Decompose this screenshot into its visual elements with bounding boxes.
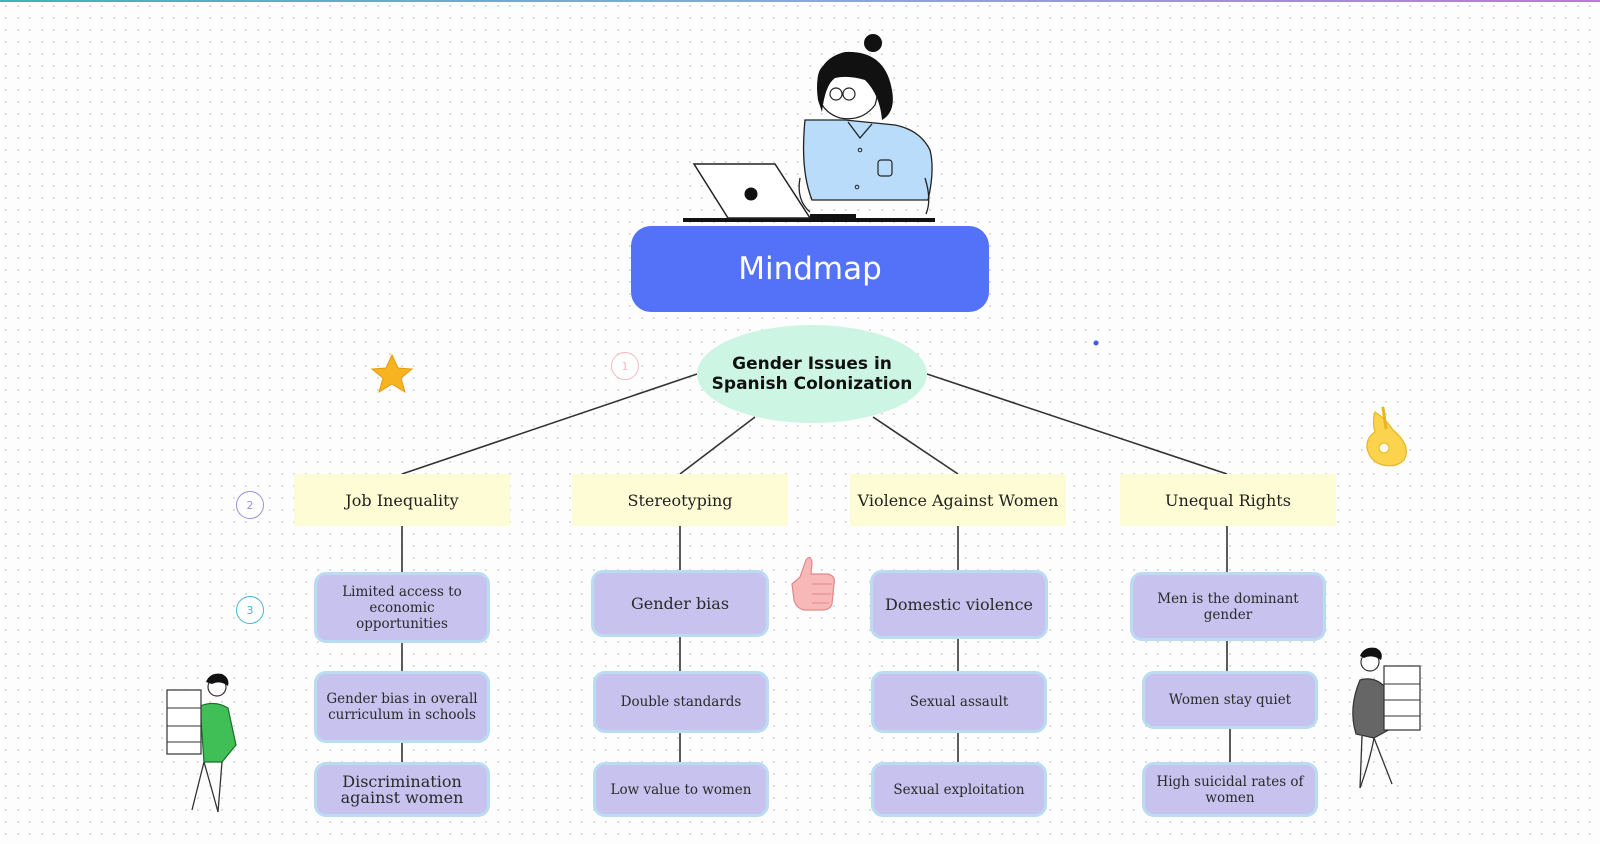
level-marker-2: 2	[236, 491, 264, 519]
top-accent-line	[0, 0, 1600, 2]
leaf-node[interactable]: Sexual assault	[871, 671, 1047, 733]
leaf-node[interactable]: Discrimination against women	[314, 762, 490, 817]
category-violence-against-women[interactable]: Violence Against Women	[850, 474, 1066, 526]
leaf-label: Sexual assault	[909, 694, 1009, 710]
category-label: Unequal Rights	[1165, 490, 1291, 510]
leaf-label: Discrimination against women	[340, 771, 464, 807]
leaf-node[interactable]: Women stay quiet	[1142, 671, 1318, 729]
leaf-label: Sexual exploitation	[893, 781, 1025, 798]
category-job-inequality[interactable]: Job Inequality	[294, 474, 510, 526]
man-carrying-boxes-illustration	[166, 673, 237, 813]
leaf-node[interactable]: Limited access to economic opportunities	[314, 572, 490, 643]
root-node-line: Spanish Colonization	[711, 374, 913, 394]
leaf-label: Gender bias in overall curriculum in sch…	[326, 691, 478, 723]
leaf-node[interactable]: Domestic violence	[870, 570, 1048, 639]
root-node[interactable]: Gender Issues in Spanish Colonization	[697, 325, 927, 423]
category-stereotyping[interactable]: Stereotyping	[572, 474, 788, 526]
leaf-label: Low value to women	[610, 781, 752, 798]
leaf-node[interactable]: Gender bias in overall curriculum in sch…	[314, 671, 490, 743]
category-unequal-rights[interactable]: Unequal Rights	[1120, 474, 1336, 526]
leaf-label: Women stay quiet	[1168, 692, 1292, 708]
mindmap-title: Mindmap	[631, 226, 989, 312]
category-label: Stereotyping	[627, 490, 733, 510]
leaf-label: Limited access to economic opportunities	[342, 583, 462, 632]
thumbs-up-icon	[791, 556, 835, 611]
mindmap-title-text: Mindmap	[738, 251, 882, 287]
leaf-label: High suicidal rates of women	[1156, 773, 1304, 806]
category-label: Job Inequality	[345, 490, 459, 510]
leaf-node[interactable]: Gender bias	[591, 570, 769, 637]
man-carrying-boxes-illustration	[1352, 647, 1421, 789]
root-node-line: Gender Issues in	[732, 354, 892, 374]
leaf-label: Double standards	[620, 694, 742, 710]
leaf-label: Gender bias	[630, 593, 730, 613]
ok-hand-icon	[1366, 406, 1407, 467]
leaf-node[interactable]: Double standards	[593, 671, 769, 733]
level-marker-3: 3	[236, 596, 264, 624]
leaf-node[interactable]: Men is the dominant gender	[1130, 572, 1326, 641]
leaf-node[interactable]: Low value to women	[593, 762, 769, 817]
star-icon	[370, 353, 414, 394]
leaf-label: Domestic violence	[884, 594, 1033, 614]
dot-marker	[1093, 340, 1099, 346]
woman-at-laptop-illustration	[683, 34, 935, 222]
leaf-node[interactable]: Sexual exploitation	[871, 762, 1047, 817]
leaf-label: Men is the dominant gender	[1157, 590, 1299, 623]
level-marker-1: 1	[611, 352, 639, 380]
leaf-node[interactable]: High suicidal rates of women	[1142, 762, 1318, 817]
category-label: Violence Against Women	[857, 490, 1059, 510]
